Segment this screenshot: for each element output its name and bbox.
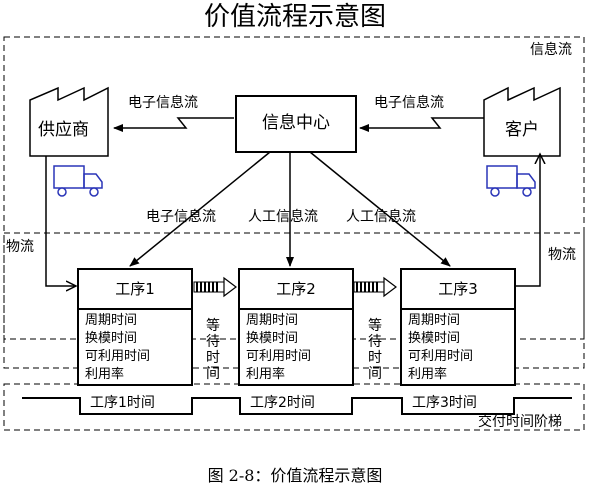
- process-step-1: 工序1 周期时间 换模时间 可利用时间 利用率: [77, 268, 193, 386]
- step-1-time-label: 工序1时间: [90, 395, 155, 411]
- process-step-1-name: 工序1: [79, 270, 191, 310]
- process-step-1-metric: 周期时间: [85, 313, 138, 328]
- step3-flow-label: 人工信息流: [346, 209, 416, 225]
- process-step-3-metric: 周期时间: [408, 313, 461, 328]
- wait-time-label-2: 等待时间: [368, 318, 382, 382]
- material-flow-left-label: 物流: [6, 239, 34, 255]
- process-step-1-metric: 可利用时间: [85, 349, 151, 364]
- process-step-3-metric: 利用率: [408, 367, 448, 382]
- process-step-2-metric: 利用率: [246, 367, 286, 382]
- diagram-title: 价值流程示意图: [203, 2, 386, 32]
- electronic-flow-to-supplier: [113, 117, 234, 132]
- supplier-truck-icon: [53, 165, 103, 197]
- figure-caption: 图 2-8：价值流程示意图: [207, 466, 383, 485]
- push-arrow-icon: [353, 276, 397, 298]
- material-flow-supplier-to-step1: [45, 156, 76, 286]
- process-step-2-metric: 换模时间: [246, 331, 299, 346]
- electronic-flow-from-customer: [359, 117, 484, 132]
- supplier-flow-label: 电子信息流: [128, 95, 198, 111]
- customer-factory-icon: [483, 86, 561, 157]
- push-arrow-icon: [193, 276, 237, 298]
- info-flow-to-step1: [129, 151, 271, 267]
- material-flow-right-label: 物流: [548, 247, 576, 263]
- info-flow-to-step3: [309, 151, 451, 267]
- supplier-factory-icon: [29, 86, 109, 157]
- process-step-3-metric: 换模时间: [408, 331, 461, 346]
- step-2-time-label: 工序2时间: [250, 395, 315, 411]
- step2-flow-label: 人工信息流: [248, 209, 318, 225]
- process-step-3-metric: 可利用时间: [408, 349, 474, 364]
- info-center-node: [235, 95, 357, 153]
- info-flow-region-label: 信息流: [530, 42, 572, 58]
- process-step-3: 工序3 周期时间 换模时间 可利用时间 利用率: [400, 268, 516, 386]
- delivery-ladder-line: [22, 397, 572, 415]
- customer-label: 客户: [505, 120, 539, 140]
- customer-truck-icon: [486, 165, 536, 197]
- step-3-time-label: 工序3时间: [412, 395, 477, 411]
- delivery-ladder-label: 交付时间阶梯: [478, 414, 562, 430]
- step1-flow-label: 电子信息流: [146, 209, 216, 225]
- wait-time-label-1: 等待时间: [206, 318, 220, 382]
- supplier-label: 供应商: [38, 120, 89, 140]
- process-step-2-metric: 可利用时间: [246, 349, 312, 364]
- process-step-3-name: 工序3: [402, 270, 514, 310]
- process-step-1-metric: 换模时间: [85, 331, 138, 346]
- process-step-2-name: 工序2: [240, 270, 352, 310]
- process-step-2: 工序2 周期时间 换模时间 可利用时间 利用率: [238, 268, 354, 386]
- process-step-1-metric: 利用率: [85, 367, 125, 382]
- process-step-2-metric: 周期时间: [246, 313, 299, 328]
- info-center-label: 信息中心: [262, 113, 330, 133]
- material-flow-step3-to-customer: [516, 154, 540, 287]
- customer-flow-label: 电子信息流: [374, 95, 444, 111]
